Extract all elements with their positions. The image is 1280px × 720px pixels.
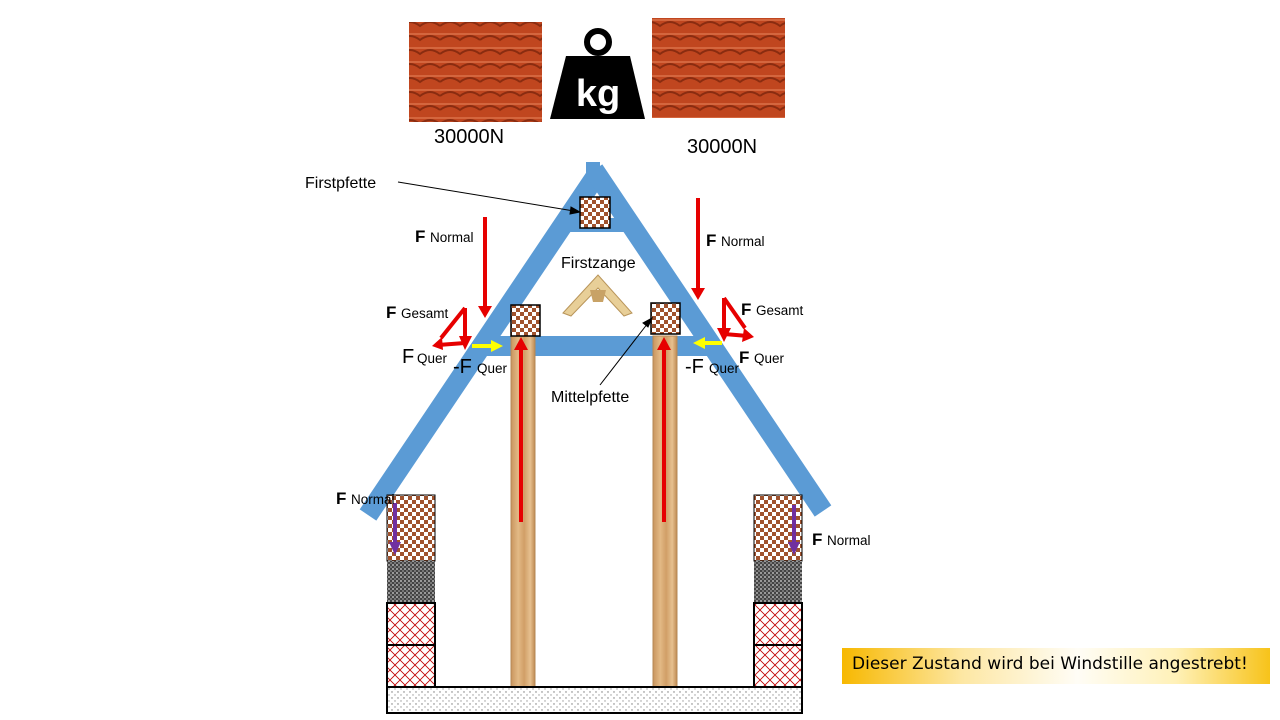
label-f-normal-wall-right: F Normal (812, 530, 871, 549)
mittelpfette-right-block (650, 302, 681, 335)
svg-text:F: F (336, 489, 346, 508)
svg-text:Normal: Normal (721, 234, 765, 249)
floor-slab (386, 686, 803, 714)
svg-text:-F: -F (685, 356, 704, 378)
label-f-normal-wall-left: F Normal (336, 489, 395, 508)
svg-text:Gesamt: Gesamt (756, 303, 804, 318)
label-f-quer-left: F Quer (402, 346, 448, 368)
roof-tiles-left-image (409, 22, 542, 122)
svg-text:F: F (739, 348, 749, 367)
label-minus-f-quer-right: -F Quer (685, 356, 740, 378)
wall-left (386, 494, 436, 688)
windstille-note: Dieser Zustand wird bei Windstille anges… (842, 648, 1270, 684)
reaction-arrows (472, 337, 722, 352)
pointer-lines (397, 181, 654, 386)
mittelpfette-label: Mittelpfette (551, 389, 629, 406)
svg-text:F: F (741, 300, 751, 319)
svg-text:Gesamt: Gesamt (401, 306, 449, 321)
firstzange-bracket-icon (562, 274, 633, 317)
label-f-quer-right: F Quer (739, 348, 785, 367)
svg-text:Normal: Normal (351, 492, 395, 507)
svg-text:Quer: Quer (417, 351, 448, 366)
svg-text:F: F (706, 231, 716, 250)
svg-text:F: F (386, 303, 396, 322)
svg-text:F: F (812, 530, 822, 549)
weight-left-label: 30000N (434, 126, 504, 148)
svg-text:Quer: Quer (477, 361, 508, 376)
svg-text:F: F (402, 346, 414, 368)
svg-text:-F: -F (453, 356, 472, 378)
svg-text:F: F (415, 227, 425, 246)
force-triangle-right (717, 296, 754, 342)
normal-force-arrows (478, 198, 705, 522)
label-minus-f-quer-left: -F Quer (453, 356, 508, 378)
wall-load-arrows (389, 503, 800, 555)
kg-weight-icon: kg (548, 24, 646, 120)
svg-text:Normal: Normal (430, 230, 474, 245)
label-f-normal-top-left: F Normal (415, 227, 474, 246)
roof-tiles-right-image (652, 18, 785, 118)
force-triangle-left (432, 306, 472, 350)
label-f-normal-top-right: F Normal (706, 231, 765, 250)
firstpfette-label: Firstpfette (305, 175, 376, 192)
firstpfette-block (579, 196, 611, 229)
svg-text:Quer: Quer (754, 351, 785, 366)
mittelpfette-left-block (510, 304, 541, 337)
firstzange-label: Firstzange (561, 255, 636, 272)
label-f-gesamt-left: F Gesamt (386, 303, 449, 322)
svg-text:Quer: Quer (709, 361, 740, 376)
weight-right-label: 30000N (687, 136, 757, 158)
label-f-gesamt-right: F Gesamt (741, 300, 804, 319)
svg-text:Normal: Normal (827, 533, 871, 548)
svg-text:kg: kg (576, 73, 620, 115)
